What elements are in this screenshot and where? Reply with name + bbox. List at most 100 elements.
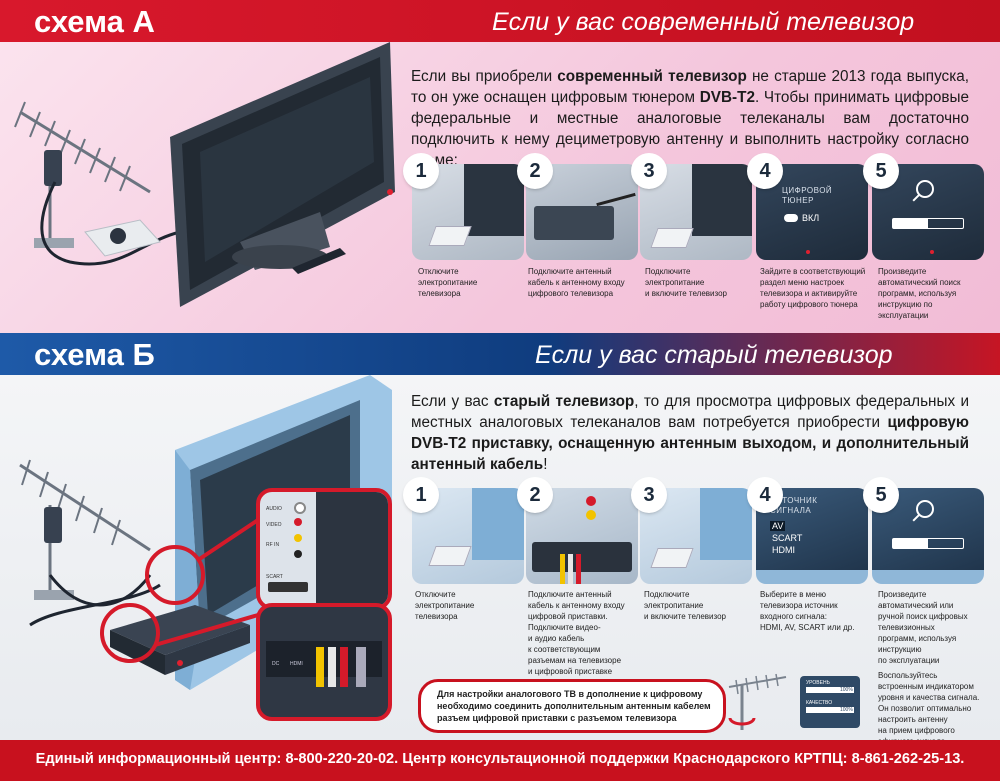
power-led (930, 250, 934, 254)
tv-ports-zoom: AUDIO VIDEO RF IN SCART (256, 488, 392, 610)
step-a5-caption: Произведите автоматический поиск програм… (878, 267, 961, 320)
cables (316, 492, 388, 606)
intro-text: , то для просмотра цифровых федеральных … (411, 393, 969, 431)
step-b1-number: 1 (405, 479, 437, 511)
video-port (294, 534, 302, 542)
outlet (428, 546, 472, 566)
port-label: RF IN (266, 542, 280, 548)
step-b4-number: 4 (749, 479, 781, 511)
audio-cable (576, 554, 581, 584)
tv-port (586, 496, 596, 506)
intro-text: не старше 2013 года выпуска, то он уже о… (411, 68, 969, 106)
audio-port (294, 502, 306, 514)
step-b2-number: 2 (519, 479, 551, 511)
tv-edge (692, 164, 752, 236)
video-cable (560, 554, 565, 584)
footer-bar: Единый информационный центр: 8-800-220-2… (0, 740, 1000, 781)
source-option-selected: AV (770, 521, 786, 531)
rf-port (294, 550, 302, 558)
step-b4-caption: Выберите в меню телевизора источник вход… (760, 590, 855, 632)
audio-cable (568, 554, 573, 584)
step-a3-caption: Подключите электропитание и включите тел… (645, 267, 727, 298)
audio-port (294, 518, 302, 526)
scheme-a-banner: схема А Если у вас современный телевизор (0, 0, 1000, 42)
intro-bold: DVB-T2 (699, 89, 755, 106)
analog-tv-note: Для настройки аналогового ТВ в дополнени… (418, 679, 726, 733)
signal-quality-value: 100% (840, 707, 853, 713)
signal-indicator: УРОВЕНЬ 100% КАЧЕСТВО 100% (800, 676, 860, 728)
progress-bar (892, 538, 964, 549)
screen-label: ЦИФРОВОЙ (782, 186, 833, 195)
progress-fill (893, 219, 928, 228)
outlet (650, 228, 694, 248)
port-label: DC (272, 661, 280, 667)
audio-cable (328, 647, 336, 687)
source-option: SCART (772, 533, 803, 543)
outlet (650, 548, 694, 568)
step-a1-caption: Отключите электропитание телевизора (418, 267, 478, 298)
tv-edge (472, 488, 524, 560)
progress-fill (893, 539, 928, 548)
screen-label: СИГНАЛА (770, 506, 812, 515)
intro-bold: современный телевизор (557, 68, 747, 85)
tv-port (586, 510, 596, 520)
box-ports-zoom: DC HDMI (256, 603, 392, 721)
port-label: AUDIO (266, 506, 282, 512)
antenna-cable (596, 192, 636, 207)
intro-text: ! (543, 456, 548, 473)
tv-edge (700, 488, 752, 560)
signal-level-label: УРОВЕНЬ (806, 680, 830, 686)
tv-edge (464, 164, 524, 236)
step-a4-number: 4 (749, 155, 781, 187)
scart-port (268, 582, 308, 592)
screen-label: ИСТОЧНИК (770, 496, 818, 505)
scheme-a-intro: Если вы приобрели современный телевизор … (411, 66, 969, 171)
search-icon-handle (912, 194, 920, 202)
video-cable (316, 647, 324, 687)
antenna-icon (728, 673, 787, 730)
port-label: VIDEO (266, 522, 282, 528)
analog-tv-note-text: Для настройки аналогового ТВ в дополнени… (437, 689, 711, 723)
search-icon (916, 500, 934, 518)
step-a2-caption: Подключите антенный кабель к антенному в… (528, 267, 625, 298)
antenna-cable (356, 647, 366, 687)
signal-quality-bar (806, 707, 854, 713)
step-a5-number: 5 (865, 155, 897, 187)
box-back-panel (532, 542, 632, 572)
outlet (428, 226, 472, 246)
intro-text: Если у вас (411, 393, 494, 410)
intro-text: Если вы приобрели (411, 68, 558, 85)
source-option: HDMI (772, 545, 795, 555)
scheme-b-intro: Если у вас старый телевизор, то для прос… (411, 391, 969, 475)
power-led (806, 250, 810, 254)
step-b1-caption: Отключите электропитание телевизора (415, 590, 475, 621)
step-b2-caption: Подключите антенный кабель к антенному в… (528, 590, 625, 676)
step-b3-caption: Подключите электропитание и включите тел… (644, 590, 726, 621)
footer-contacts: Единый информационный центр: 8-800-220-2… (35, 751, 965, 767)
signal-quality-label: КАЧЕСТВО (806, 700, 833, 706)
scheme-b-subtitle: Если у вас старый телевизор (535, 341, 893, 369)
intro-text: . Чтобы принимать цифровые федеральные и… (411, 89, 969, 169)
scheme-a-title: схема А (34, 4, 155, 39)
tv-ports-panel (534, 206, 614, 240)
modern-tv-illustration (14, 42, 395, 307)
step-b5-number: 5 (865, 479, 897, 511)
search-icon (916, 180, 934, 198)
step-a4-caption: Зайдите в соответствующий раздел меню на… (760, 267, 866, 309)
intro-bold: цифровую DVB-T2 приставку, оснащенную ан… (411, 414, 969, 473)
port-label: SCART (266, 574, 283, 580)
progress-bar (892, 218, 964, 229)
scheme-a-subtitle: Если у вас современный телевизор (492, 8, 915, 36)
step-b5-caption: Произведите автоматический или ручной по… (878, 590, 968, 665)
signal-tip: Воспользуйтесь встроенным индикатором ур… (878, 671, 980, 746)
toggle-label: ВКЛ (802, 213, 820, 223)
audio-cable (340, 647, 348, 687)
step-a2-number: 2 (519, 155, 551, 187)
screen-label: ТЮНЕР (782, 196, 814, 205)
step-a3-number: 3 (633, 155, 665, 187)
toggle-switch (784, 214, 798, 222)
intro-bold: старый телевизор (493, 393, 635, 410)
step-a1-number: 1 (405, 155, 437, 187)
signal-level-bar (806, 687, 854, 693)
search-icon-handle (912, 514, 920, 522)
